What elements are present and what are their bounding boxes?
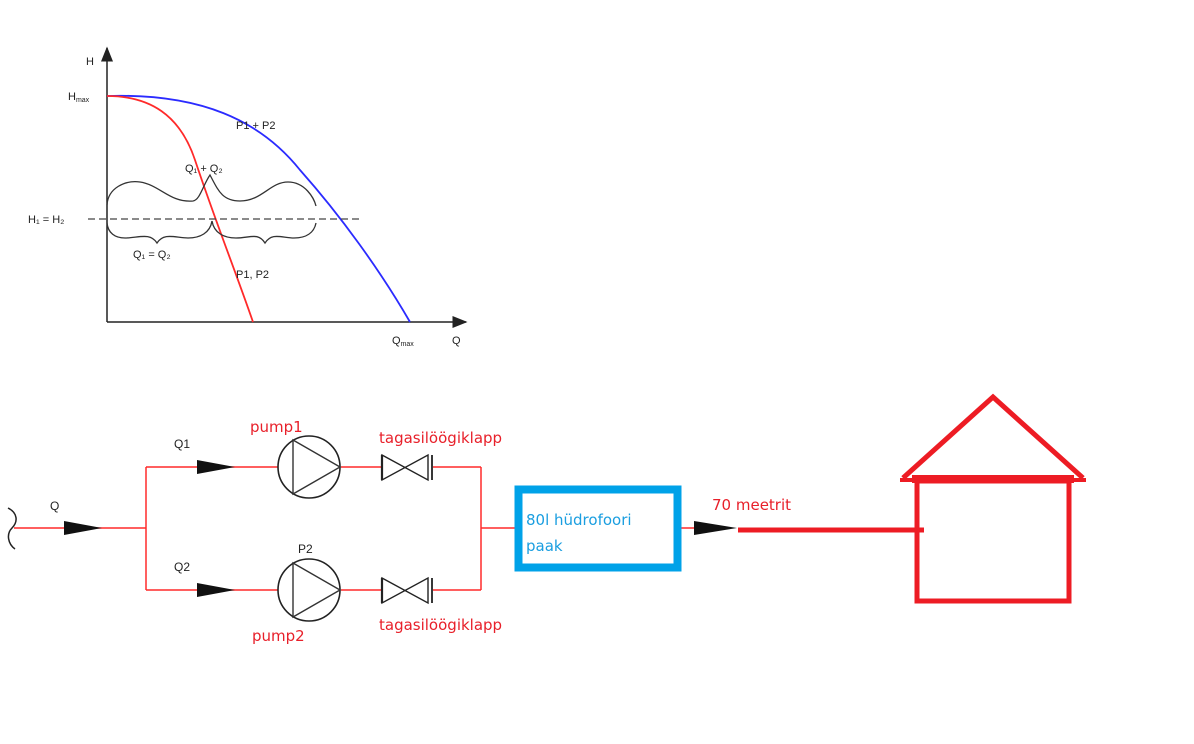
flow-equal-brace-1 [106, 220, 213, 245]
pump2-label: pump2 [252, 627, 305, 645]
check-valve1-icon [380, 453, 433, 482]
piping-schematic: Q Q1 Q2 pump1 P2 pump2 tagasilöögiklapp [7, 393, 1086, 645]
pump-curve-chart: H Q Hmax Qmax P1 + P2 P1, P2 H₁ = H₂ Q₁ … [28, 46, 468, 348]
hydrophore-tank [514, 485, 682, 572]
flow-equal-label: Q₁ = Q₂ [133, 249, 171, 261]
tank-label-line1: 80l hüdrofoori [526, 511, 632, 529]
check-valve2-label: tagasilöögiklapp [379, 616, 502, 634]
pump2-icon [277, 558, 342, 622]
x-axis-label: Q [452, 335, 461, 347]
house-icon [900, 393, 1086, 604]
flow-sum-label: Q₁ + Q₂ [185, 163, 223, 175]
curve-p1-p2 [106, 95, 254, 323]
inlet-wave-icon [7, 507, 17, 550]
check-valve1-label: tagasilöögiklapp [379, 429, 502, 447]
flow-sum-brace [106, 173, 317, 207]
flow-arrow-outlet [694, 521, 737, 535]
flow-arrow-branch2 [197, 583, 235, 597]
y-axis-label: H [86, 56, 94, 68]
tank-label-line2: paak [526, 537, 563, 555]
curve-combined-label: P1 + P2 [236, 120, 275, 132]
inlet-flow-label: Q [50, 499, 59, 513]
flow-arrow-inlet [64, 521, 102, 535]
curve-p1-plus-p2 [106, 94, 411, 323]
pipe-length-label: 70 meetrit [712, 496, 791, 514]
pump1-icon [277, 435, 342, 499]
hmax-label: Hmax [68, 91, 90, 104]
branch2-flow-label: Q2 [174, 560, 190, 574]
pump2-tag: P2 [298, 542, 313, 556]
flow-equal-brace-2 [211, 220, 317, 245]
curve-single-label: P1, P2 [236, 269, 269, 281]
branch1-flow-label: Q1 [174, 437, 190, 451]
pump1-label: pump1 [250, 418, 303, 436]
head-equal-label: H₁ = H₂ [28, 214, 64, 226]
flow-arrow-branch1 [197, 460, 235, 474]
qmax-label: Qmax [392, 335, 414, 348]
check-valve2-icon [380, 576, 433, 605]
